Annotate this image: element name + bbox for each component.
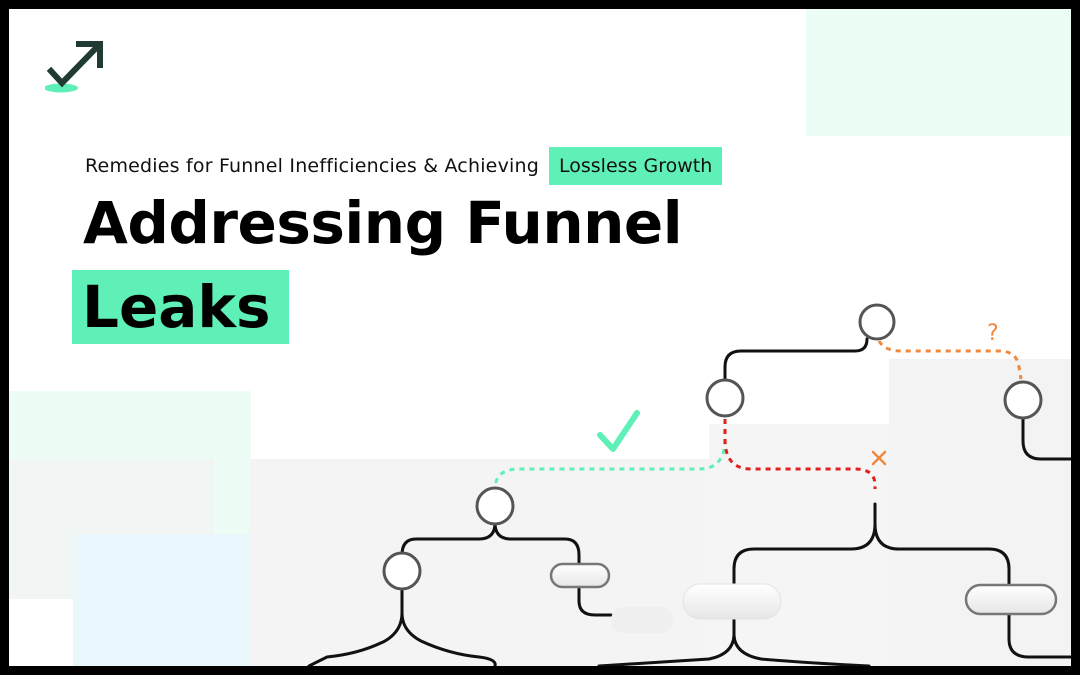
success-path-line [493, 419, 727, 490]
headline-line-1: Addressing Funnel [83, 189, 683, 257]
funnel-node-top [858, 303, 896, 341]
leak-path-line [723, 419, 877, 489]
check-icon [597, 410, 640, 452]
funnel-tree-diagram: ? [307, 303, 1071, 666]
funnel-node-left-middle [475, 486, 515, 526]
funnel-node-second [705, 378, 745, 418]
funnel-node-right [1003, 380, 1043, 420]
funnel-node-left [382, 551, 422, 591]
subtitle-row: Remedies for Funnel Inefficiencies & Ach… [85, 147, 723, 185]
page-frame: Remedies for Funnel Inefficiencies & Ach… [9, 9, 1071, 666]
headline-line-2: Leaks [72, 270, 289, 344]
subtitle-text: Remedies for Funnel Inefficiencies & Ach… [85, 155, 539, 177]
funnel-pills [549, 562, 1058, 633]
trending-arrow-check-icon [45, 41, 103, 93]
funnel-nodes [382, 303, 1043, 591]
pill-right [964, 583, 1058, 616]
uncertain-path-line [877, 340, 1023, 380]
cross-icon [871, 450, 887, 466]
pill-center [682, 583, 782, 620]
funnel-solid-lines [307, 337, 1071, 666]
question-mark-icon: ? [987, 321, 999, 346]
pill-faded [611, 607, 673, 633]
subtitle-highlight: Lossless Growth [549, 147, 723, 185]
pill-small [549, 562, 611, 589]
bg-block-mint-top-right [806, 9, 1071, 136]
